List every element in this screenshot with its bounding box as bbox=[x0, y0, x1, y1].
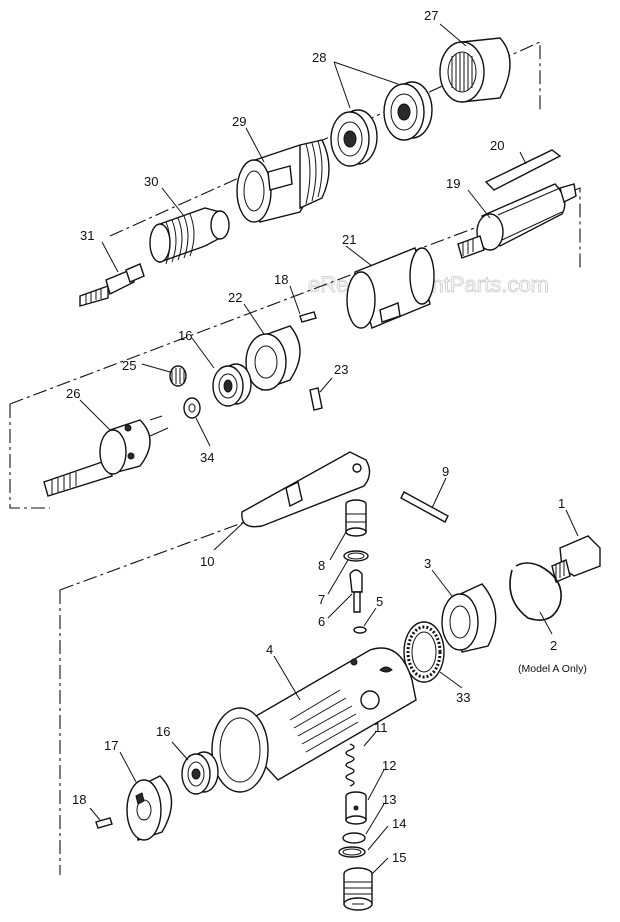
label-27: 27 bbox=[424, 8, 438, 23]
part-5-small-o-ring bbox=[353, 626, 367, 634]
label-34: 34 bbox=[200, 450, 214, 465]
part-30-collet bbox=[149, 207, 230, 265]
label-9: 9 bbox=[442, 464, 449, 479]
label-8: 8 bbox=[318, 558, 325, 573]
label-17: 17 bbox=[104, 738, 118, 753]
part-34-washer bbox=[183, 397, 201, 419]
label-18-lower: 18 bbox=[72, 792, 86, 807]
part-33-needle-roller bbox=[403, 621, 445, 683]
label-1: 1 bbox=[558, 496, 565, 511]
label-6: 6 bbox=[318, 614, 325, 629]
part-20-vane-blade bbox=[484, 149, 562, 191]
label-23: 23 bbox=[334, 362, 348, 377]
label-5: 5 bbox=[376, 594, 383, 609]
part-14-o-ring bbox=[338, 846, 366, 858]
label-11: 11 bbox=[374, 720, 388, 735]
part-23-pin bbox=[309, 387, 323, 411]
label-15: 15 bbox=[392, 850, 406, 865]
label-33: 33 bbox=[456, 690, 470, 705]
part-26-rear-end-plate bbox=[43, 415, 169, 497]
part-8-valve-seat bbox=[345, 499, 367, 537]
label-13: 13 bbox=[382, 792, 396, 807]
part-10-throttle-lever bbox=[241, 451, 371, 528]
part-15-valve-cap bbox=[343, 867, 373, 911]
part-16-bearing-upper bbox=[212, 363, 252, 407]
label-29: 29 bbox=[232, 114, 246, 129]
label-7: 7 bbox=[318, 592, 325, 607]
part-9-pivot-pin bbox=[400, 491, 449, 523]
part-3-bearing-housing bbox=[441, 583, 497, 653]
label-4: 4 bbox=[266, 642, 273, 657]
label-25: 25 bbox=[122, 358, 136, 373]
label-19: 19 bbox=[446, 176, 460, 191]
label-18-upper: 18 bbox=[274, 272, 288, 287]
part-2-retaining-ring bbox=[509, 562, 562, 621]
label-14: 14 bbox=[392, 816, 406, 831]
part-7-o-ring bbox=[343, 550, 369, 562]
part-1-inlet-bushing bbox=[551, 535, 601, 583]
label-26: 26 bbox=[66, 386, 80, 401]
model-a-note: (Model A Only) bbox=[518, 663, 587, 675]
part-number-labels: 27 28 29 30 31 20 19 21 18 22 23 16 25 2… bbox=[66, 8, 587, 865]
part-17-front-end-plate bbox=[126, 775, 173, 841]
label-20: 20 bbox=[490, 138, 504, 153]
label-31: 31 bbox=[80, 228, 94, 243]
label-16-upper: 16 bbox=[178, 328, 192, 343]
part-28-ball-bearings bbox=[330, 81, 433, 167]
part-31-threaded-shaft bbox=[79, 263, 145, 307]
part-21-cylinder bbox=[346, 247, 435, 329]
part-18-pin-lower bbox=[95, 817, 113, 829]
part-19-rotor bbox=[457, 183, 577, 259]
part-18-pin-upper bbox=[299, 311, 317, 323]
label-10: 10 bbox=[200, 554, 214, 569]
label-16-lower: 16 bbox=[156, 724, 170, 739]
part-27-needle-bearing bbox=[439, 37, 511, 103]
part-6-tilt-valve bbox=[349, 569, 363, 613]
label-21: 21 bbox=[342, 232, 356, 247]
part-22-end-plate bbox=[245, 325, 301, 391]
part-13-o-ring bbox=[342, 832, 366, 844]
label-12: 12 bbox=[382, 758, 396, 773]
part-29-front-housing bbox=[236, 139, 330, 223]
label-30: 30 bbox=[144, 174, 158, 189]
part-25-small-bearing bbox=[169, 365, 187, 387]
label-22: 22 bbox=[228, 290, 242, 305]
label-28: 28 bbox=[312, 50, 326, 65]
part-12-valve bbox=[345, 791, 367, 825]
label-3: 3 bbox=[424, 556, 431, 571]
part-11-spring bbox=[345, 743, 355, 787]
label-2: 2 bbox=[550, 638, 557, 653]
part-16-bearing-lower bbox=[181, 751, 219, 795]
part-4-motor-housing bbox=[211, 647, 417, 793]
leader-lines bbox=[79, 23, 579, 875]
